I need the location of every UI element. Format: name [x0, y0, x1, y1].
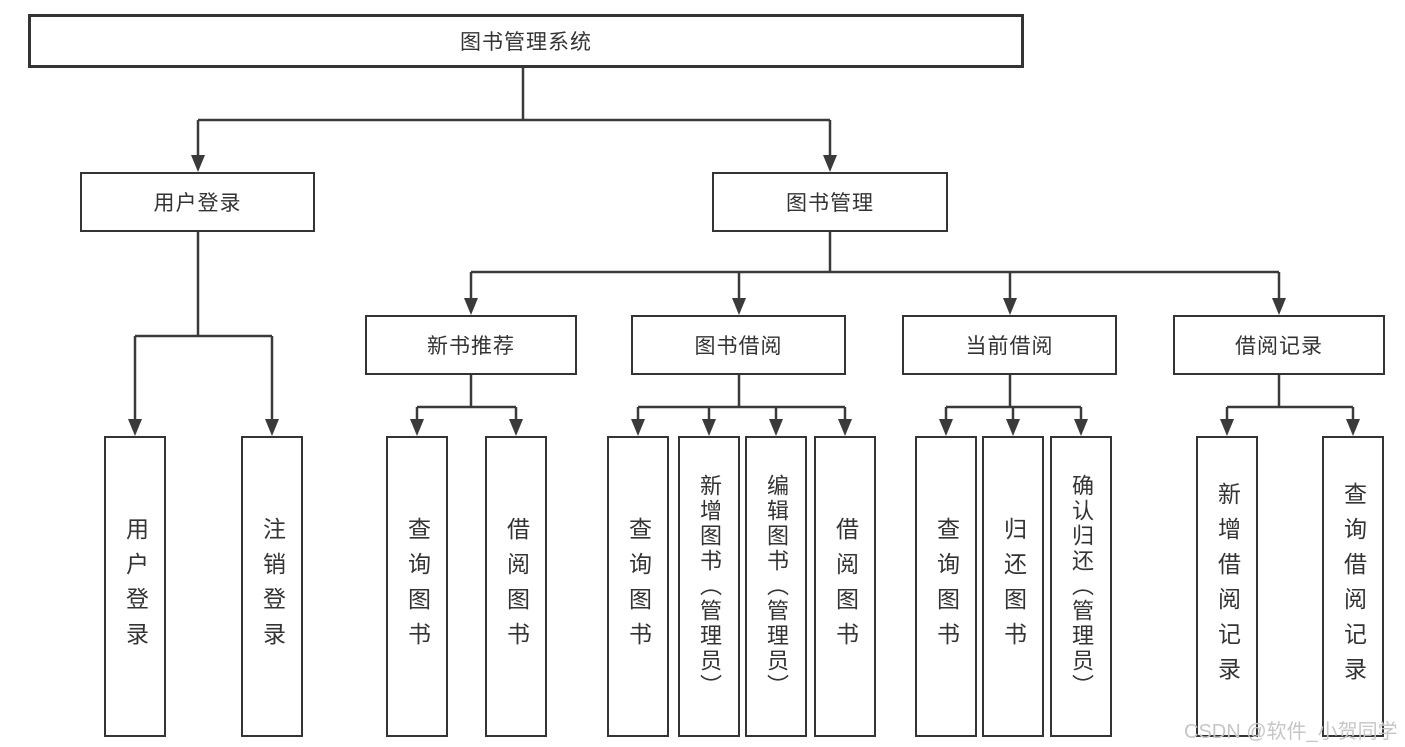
- node-label: 查询图书: [625, 516, 652, 657]
- leaf-borrow-books: 借阅图书: [485, 436, 547, 737]
- node-label: 查询借阅记录: [1340, 481, 1367, 692]
- leaf-return-books: 归还图书: [982, 436, 1044, 737]
- node-label: 新增图书（管理员）: [697, 474, 722, 699]
- edge-new-book-recommend-to-children: [410, 375, 523, 436]
- arrowhead-down-icon: [732, 298, 746, 315]
- leaf-add-book-admin: 新增图书（管理员）: [678, 436, 740, 737]
- arrowhead-down-icon: [1346, 419, 1360, 436]
- node-label: 新增借阅记录: [1214, 481, 1241, 692]
- edge-book-management-to-children: [464, 232, 1286, 315]
- arrowhead-down-icon: [191, 155, 205, 172]
- arrowhead-down-icon: [509, 419, 523, 436]
- arrowhead-down-icon: [1220, 419, 1234, 436]
- arrowhead-down-icon: [128, 419, 142, 436]
- edge-user-login-to-children: [128, 232, 279, 436]
- node-label: 借阅图书: [503, 516, 530, 657]
- arrowhead-down-icon: [823, 155, 837, 172]
- node-label: 借阅图书: [832, 516, 859, 657]
- node-book-management: 图书管理: [712, 172, 948, 232]
- leaf-edit-book-admin: 编辑图书（管理员）: [745, 436, 807, 737]
- leaf-query-books: 查询图书: [915, 436, 977, 737]
- arrowhead-down-icon: [464, 298, 478, 315]
- node-borrow-records: 借阅记录: [1173, 315, 1385, 375]
- arrowhead-down-icon: [939, 419, 953, 436]
- csdn-watermark: CSDN @软件_小贺同学: [1184, 721, 1398, 743]
- arrowhead-down-icon: [1003, 298, 1017, 315]
- node-label: 图书管理: [786, 192, 874, 215]
- node-label: 编辑图书（管理员）: [764, 474, 789, 699]
- node-label: 确认归还（管理员）: [1069, 474, 1094, 699]
- node-label: 注销登录: [259, 516, 286, 657]
- node-book-borrow: 图书借阅: [631, 315, 846, 375]
- node-label: 归还图书: [1000, 516, 1027, 657]
- node-label: 查询图书: [933, 516, 960, 657]
- edge-borrow-records-to-children: [1220, 375, 1360, 436]
- node-current-borrow: 当前借阅: [902, 315, 1117, 375]
- arrowhead-down-icon: [631, 419, 645, 436]
- leaf-query-books: 查询图书: [607, 436, 669, 737]
- node-label: 用户登录: [153, 192, 242, 215]
- node-label: 借阅记录: [1235, 335, 1323, 358]
- edge-book-borrow-to-children: [631, 375, 852, 436]
- node-label: 用户登录: [122, 516, 149, 657]
- leaf-user-login: 用户登录: [104, 436, 166, 737]
- node-label: 新书推荐: [427, 335, 515, 358]
- edge-root-to-children: [191, 68, 837, 172]
- leaf-query-borrow-record: 查询借阅记录: [1322, 436, 1384, 737]
- arrowhead-down-icon: [265, 419, 279, 436]
- arrowhead-down-icon: [838, 419, 852, 436]
- node-label: 图书借阅: [694, 335, 783, 358]
- leaf-logout: 注销登录: [241, 436, 303, 737]
- node-label: 图书管理系统: [460, 31, 592, 54]
- arrowhead-down-icon: [1006, 419, 1020, 436]
- node-new-book-recommend: 新书推荐: [365, 315, 577, 375]
- leaf-add-borrow-record: 新增借阅记录: [1196, 436, 1258, 737]
- leaf-query-books: 查询图书: [386, 436, 448, 737]
- arrowhead-down-icon: [702, 419, 716, 436]
- arrowhead-down-icon: [1074, 419, 1088, 436]
- leaf-confirm-return-admin: 确认归还（管理员）: [1050, 436, 1112, 737]
- arrowhead-down-icon: [769, 419, 783, 436]
- arrowhead-down-icon: [1272, 298, 1286, 315]
- node-user-login: 用户登录: [80, 172, 315, 232]
- arrowhead-down-icon: [410, 419, 424, 436]
- node-label: 当前借阅: [965, 335, 1054, 358]
- node-label: 查询图书: [404, 516, 431, 657]
- leaf-borrow-books: 借阅图书: [814, 436, 876, 737]
- node-library-management-system: 图书管理系统: [28, 14, 1024, 68]
- edge-current-borrow-to-children: [939, 375, 1088, 436]
